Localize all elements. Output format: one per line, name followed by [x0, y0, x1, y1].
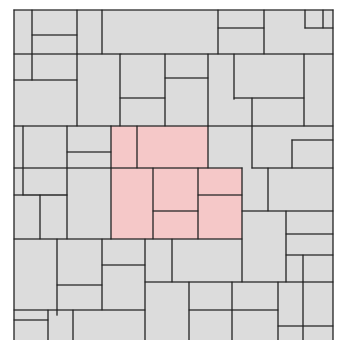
tile-boundaries	[13, 9, 334, 340]
highlighted-tile	[153, 211, 198, 239]
highlighted-tile	[111, 126, 137, 168]
highlighted-tile	[137, 126, 208, 168]
highlighted-tile	[198, 168, 242, 195]
highlighted-tile	[153, 168, 198, 211]
highlighted-tile	[198, 195, 242, 239]
highlighted-tile	[111, 168, 153, 239]
